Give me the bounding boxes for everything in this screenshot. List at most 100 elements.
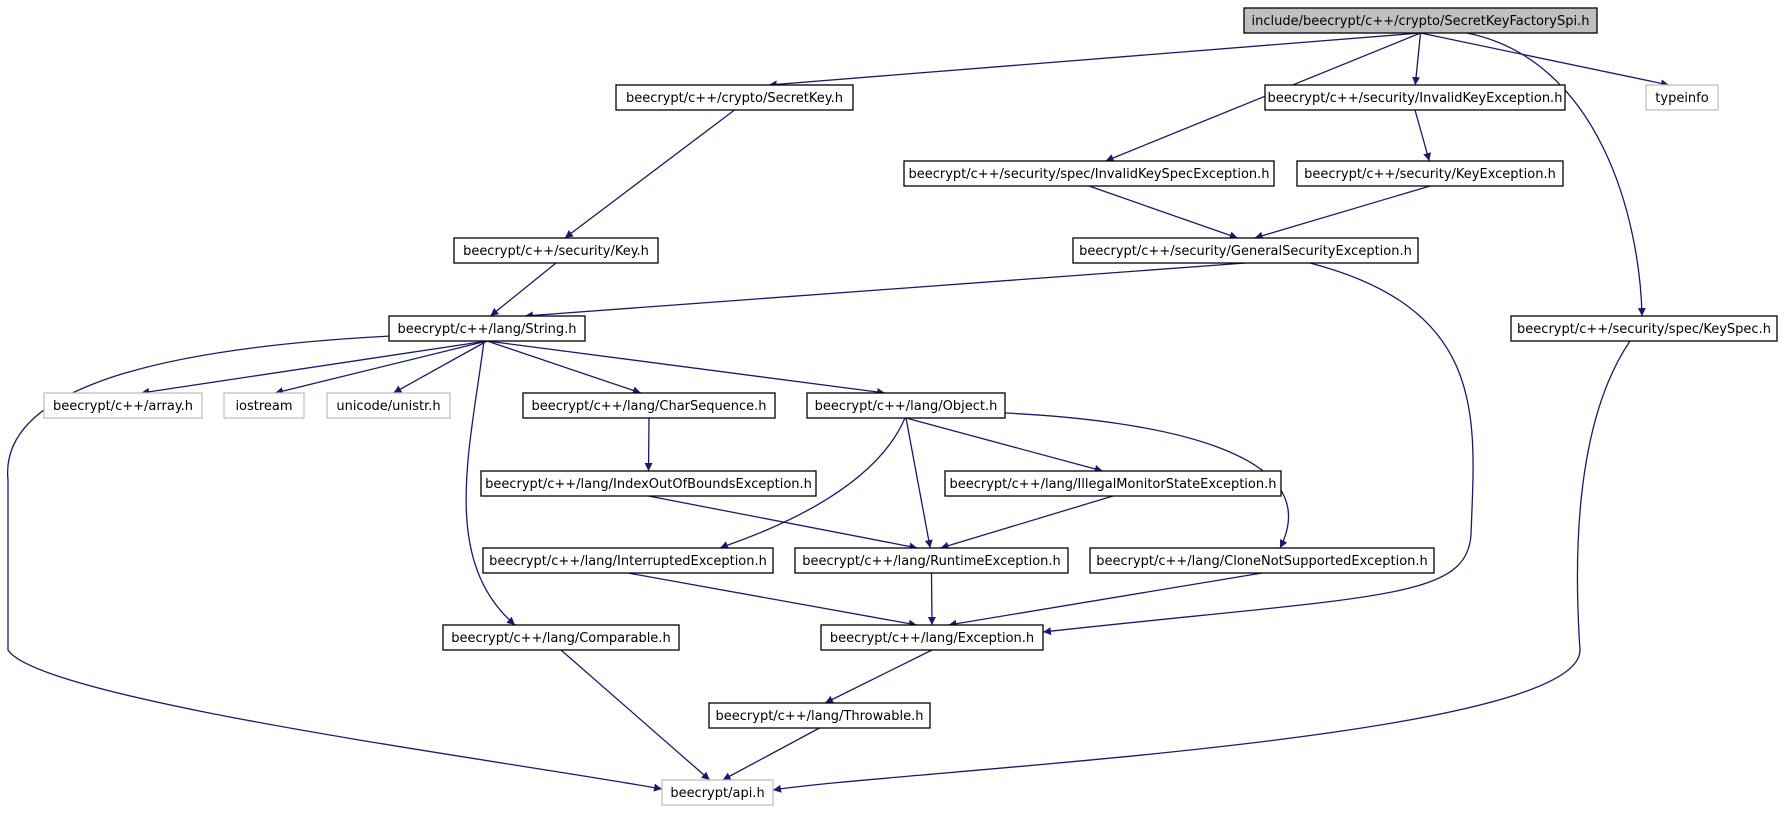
edge-root-to-invalidkeyspecexc	[1105, 32, 1421, 162]
node-root[interactable]: include/beecrypt/c++/crypto/SecretKeyFac…	[1243, 7, 1598, 34]
node-label: beecrypt/c++/lang/CloneNotSupportedExcep…	[1096, 554, 1428, 569]
edge-root-to-invalidkeyexc	[1412, 32, 1422, 86]
edge-string-to-comparable	[465, 340, 516, 626]
edge-object-to-runtime	[905, 417, 933, 549]
node-label: typeinfo	[1655, 91, 1708, 106]
edge-root-to-typeinfo	[1420, 32, 1670, 88]
edge-keyspec-to-api	[772, 340, 1631, 793]
node-runtime[interactable]: beecrypt/c++/lang/RuntimeException.h	[794, 547, 1069, 574]
node-box	[903, 160, 1275, 187]
node-api: beecrypt/api.h	[661, 779, 774, 806]
node-box	[480, 470, 817, 497]
node-label: iostream	[235, 399, 292, 414]
edge-exception-to-throwable	[824, 649, 933, 704]
edge-clonenot-to-exception	[948, 572, 1263, 628]
edge-string-to-object	[486, 340, 886, 396]
edge-charseq-to-indexoob	[644, 417, 653, 472]
node-box	[1264, 84, 1566, 111]
node-label: beecrypt/c++/array.h	[53, 399, 193, 414]
edge-interrupted-to-exception	[627, 572, 917, 628]
node-box	[388, 315, 586, 342]
node-invalidkeyspecexc[interactable]: beecrypt/c++/security/spec/InvalidKeySpe…	[903, 160, 1275, 187]
node-box	[708, 702, 931, 729]
node-comparable[interactable]: beecrypt/c++/lang/Comparable.h	[442, 624, 680, 651]
node-invalidkeyexc[interactable]: beecrypt/c++/security/InvalidKeyExceptio…	[1264, 84, 1566, 111]
node-label: beecrypt/c++/lang/Object.h	[815, 399, 998, 414]
edge-string-to-unistr	[393, 340, 488, 394]
edge-illegalmon-to-runtime	[940, 495, 1114, 550]
node-label: beecrypt/c++/security/spec/InvalidKeySpe…	[908, 167, 1269, 182]
node-label: beecrypt/c++/lang/RuntimeException.h	[802, 554, 1061, 569]
node-box	[661, 779, 774, 806]
node-box	[1645, 84, 1719, 111]
node-label: beecrypt/c++/security/InvalidKeyExceptio…	[1268, 91, 1563, 106]
node-label: beecrypt/c++/lang/String.h	[397, 322, 576, 337]
node-label: beecrypt/c++/crypto/SecretKey.h	[626, 91, 843, 106]
node-box	[820, 624, 1044, 651]
edge-string-to-api	[7, 335, 663, 792]
node-label: beecrypt/c++/security/Key.h	[463, 244, 649, 259]
node-box	[1072, 237, 1419, 264]
node-label: beecrypt/c++/lang/Comparable.h	[451, 631, 670, 646]
node-clonenot[interactable]: beecrypt/c++/lang/CloneNotSupportedExcep…	[1089, 547, 1435, 574]
node-box	[1089, 547, 1435, 574]
node-box	[223, 392, 305, 419]
node-throwable[interactable]: beecrypt/c++/lang/Throwable.h	[708, 702, 931, 729]
edge-gensecexc-to-exception	[1042, 262, 1474, 636]
node-gensecexc[interactable]: beecrypt/c++/security/GeneralSecurityExc…	[1072, 237, 1419, 264]
node-box	[615, 84, 854, 111]
node-label: beecrypt/c++/security/spec/KeySpec.h	[1517, 322, 1771, 337]
edge-object-to-illegalmon	[905, 417, 1103, 473]
node-secretkey[interactable]: beecrypt/c++/crypto/SecretKey.h	[615, 84, 854, 111]
node-object[interactable]: beecrypt/c++/lang/Object.h	[806, 392, 1006, 419]
node-illegalmon[interactable]: beecrypt/c++/lang/IllegalMonitorStateExc…	[944, 470, 1282, 497]
node-keyspec[interactable]: beecrypt/c++/security/spec/KeySpec.h	[1510, 315, 1778, 342]
node-box	[43, 392, 203, 419]
node-label: beecrypt/c++/lang/Exception.h	[830, 631, 1034, 646]
node-box	[482, 547, 774, 574]
node-label: beecrypt/c++/lang/CharSequence.h	[531, 399, 766, 414]
edge-invalidkeyexc-to-keyexc	[1414, 109, 1431, 162]
node-label: beecrypt/c++/lang/InterruptedException.h	[489, 554, 767, 569]
edges-layer	[7, 32, 1670, 793]
node-box	[794, 547, 1069, 574]
edge-invalidkeyspecexc-to-gensecexc	[1088, 185, 1238, 240]
node-box	[453, 237, 659, 264]
node-box	[944, 470, 1282, 497]
node-unistr: unicode/unistr.h	[326, 392, 451, 419]
edge-gensecexc-to-string	[524, 262, 1246, 320]
edge-object-to-interrupted	[719, 417, 906, 549]
node-keyexc[interactable]: beecrypt/c++/security/KeyException.h	[1296, 160, 1564, 187]
edge-string-to-iostream	[274, 340, 488, 395]
node-typeinfo: typeinfo	[1645, 84, 1719, 111]
edge-root-to-keyspec	[1466, 32, 1646, 317]
node-key[interactable]: beecrypt/c++/security/Key.h	[453, 237, 659, 264]
node-box	[1296, 160, 1564, 187]
node-label: include/beecrypt/c++/crypto/SecretKeyFac…	[1252, 14, 1590, 29]
node-label: beecrypt/c++/lang/IndexOutOfBoundsExcept…	[485, 477, 812, 492]
node-label: beecrypt/api.h	[670, 786, 764, 801]
node-iostream: iostream	[223, 392, 305, 419]
node-label: beecrypt/c++/security/GeneralSecurityExc…	[1079, 244, 1412, 259]
edge-indexoob-to-runtime	[648, 495, 918, 551]
edge-key-to-string	[489, 262, 557, 317]
node-array: beecrypt/c++/array.h	[43, 392, 203, 419]
edge-secretkey-to-key	[564, 109, 735, 239]
edge-string-to-array	[141, 340, 488, 396]
node-string[interactable]: beecrypt/c++/lang/String.h	[388, 315, 586, 342]
node-box	[1510, 315, 1778, 342]
edge-throwable-to-api	[722, 727, 820, 781]
node-box	[806, 392, 1006, 419]
nodes-layer: include/beecrypt/c++/crypto/SecretKeyFac…	[43, 7, 1778, 806]
node-interrupted[interactable]: beecrypt/c++/lang/InterruptedException.h	[482, 547, 774, 574]
node-exception[interactable]: beecrypt/c++/lang/Exception.h	[820, 624, 1044, 651]
node-label: unicode/unistr.h	[336, 399, 440, 414]
node-charseq[interactable]: beecrypt/c++/lang/CharSequence.h	[522, 392, 776, 419]
node-indexoob[interactable]: beecrypt/c++/lang/IndexOutOfBoundsExcept…	[480, 470, 817, 497]
edge-comparable-to-api	[560, 649, 711, 781]
node-box	[1243, 7, 1598, 34]
node-label: beecrypt/c++/security/KeyException.h	[1304, 167, 1556, 182]
edge-string-to-charseq	[486, 340, 642, 395]
edge-object-to-clonenot	[1004, 412, 1289, 549]
